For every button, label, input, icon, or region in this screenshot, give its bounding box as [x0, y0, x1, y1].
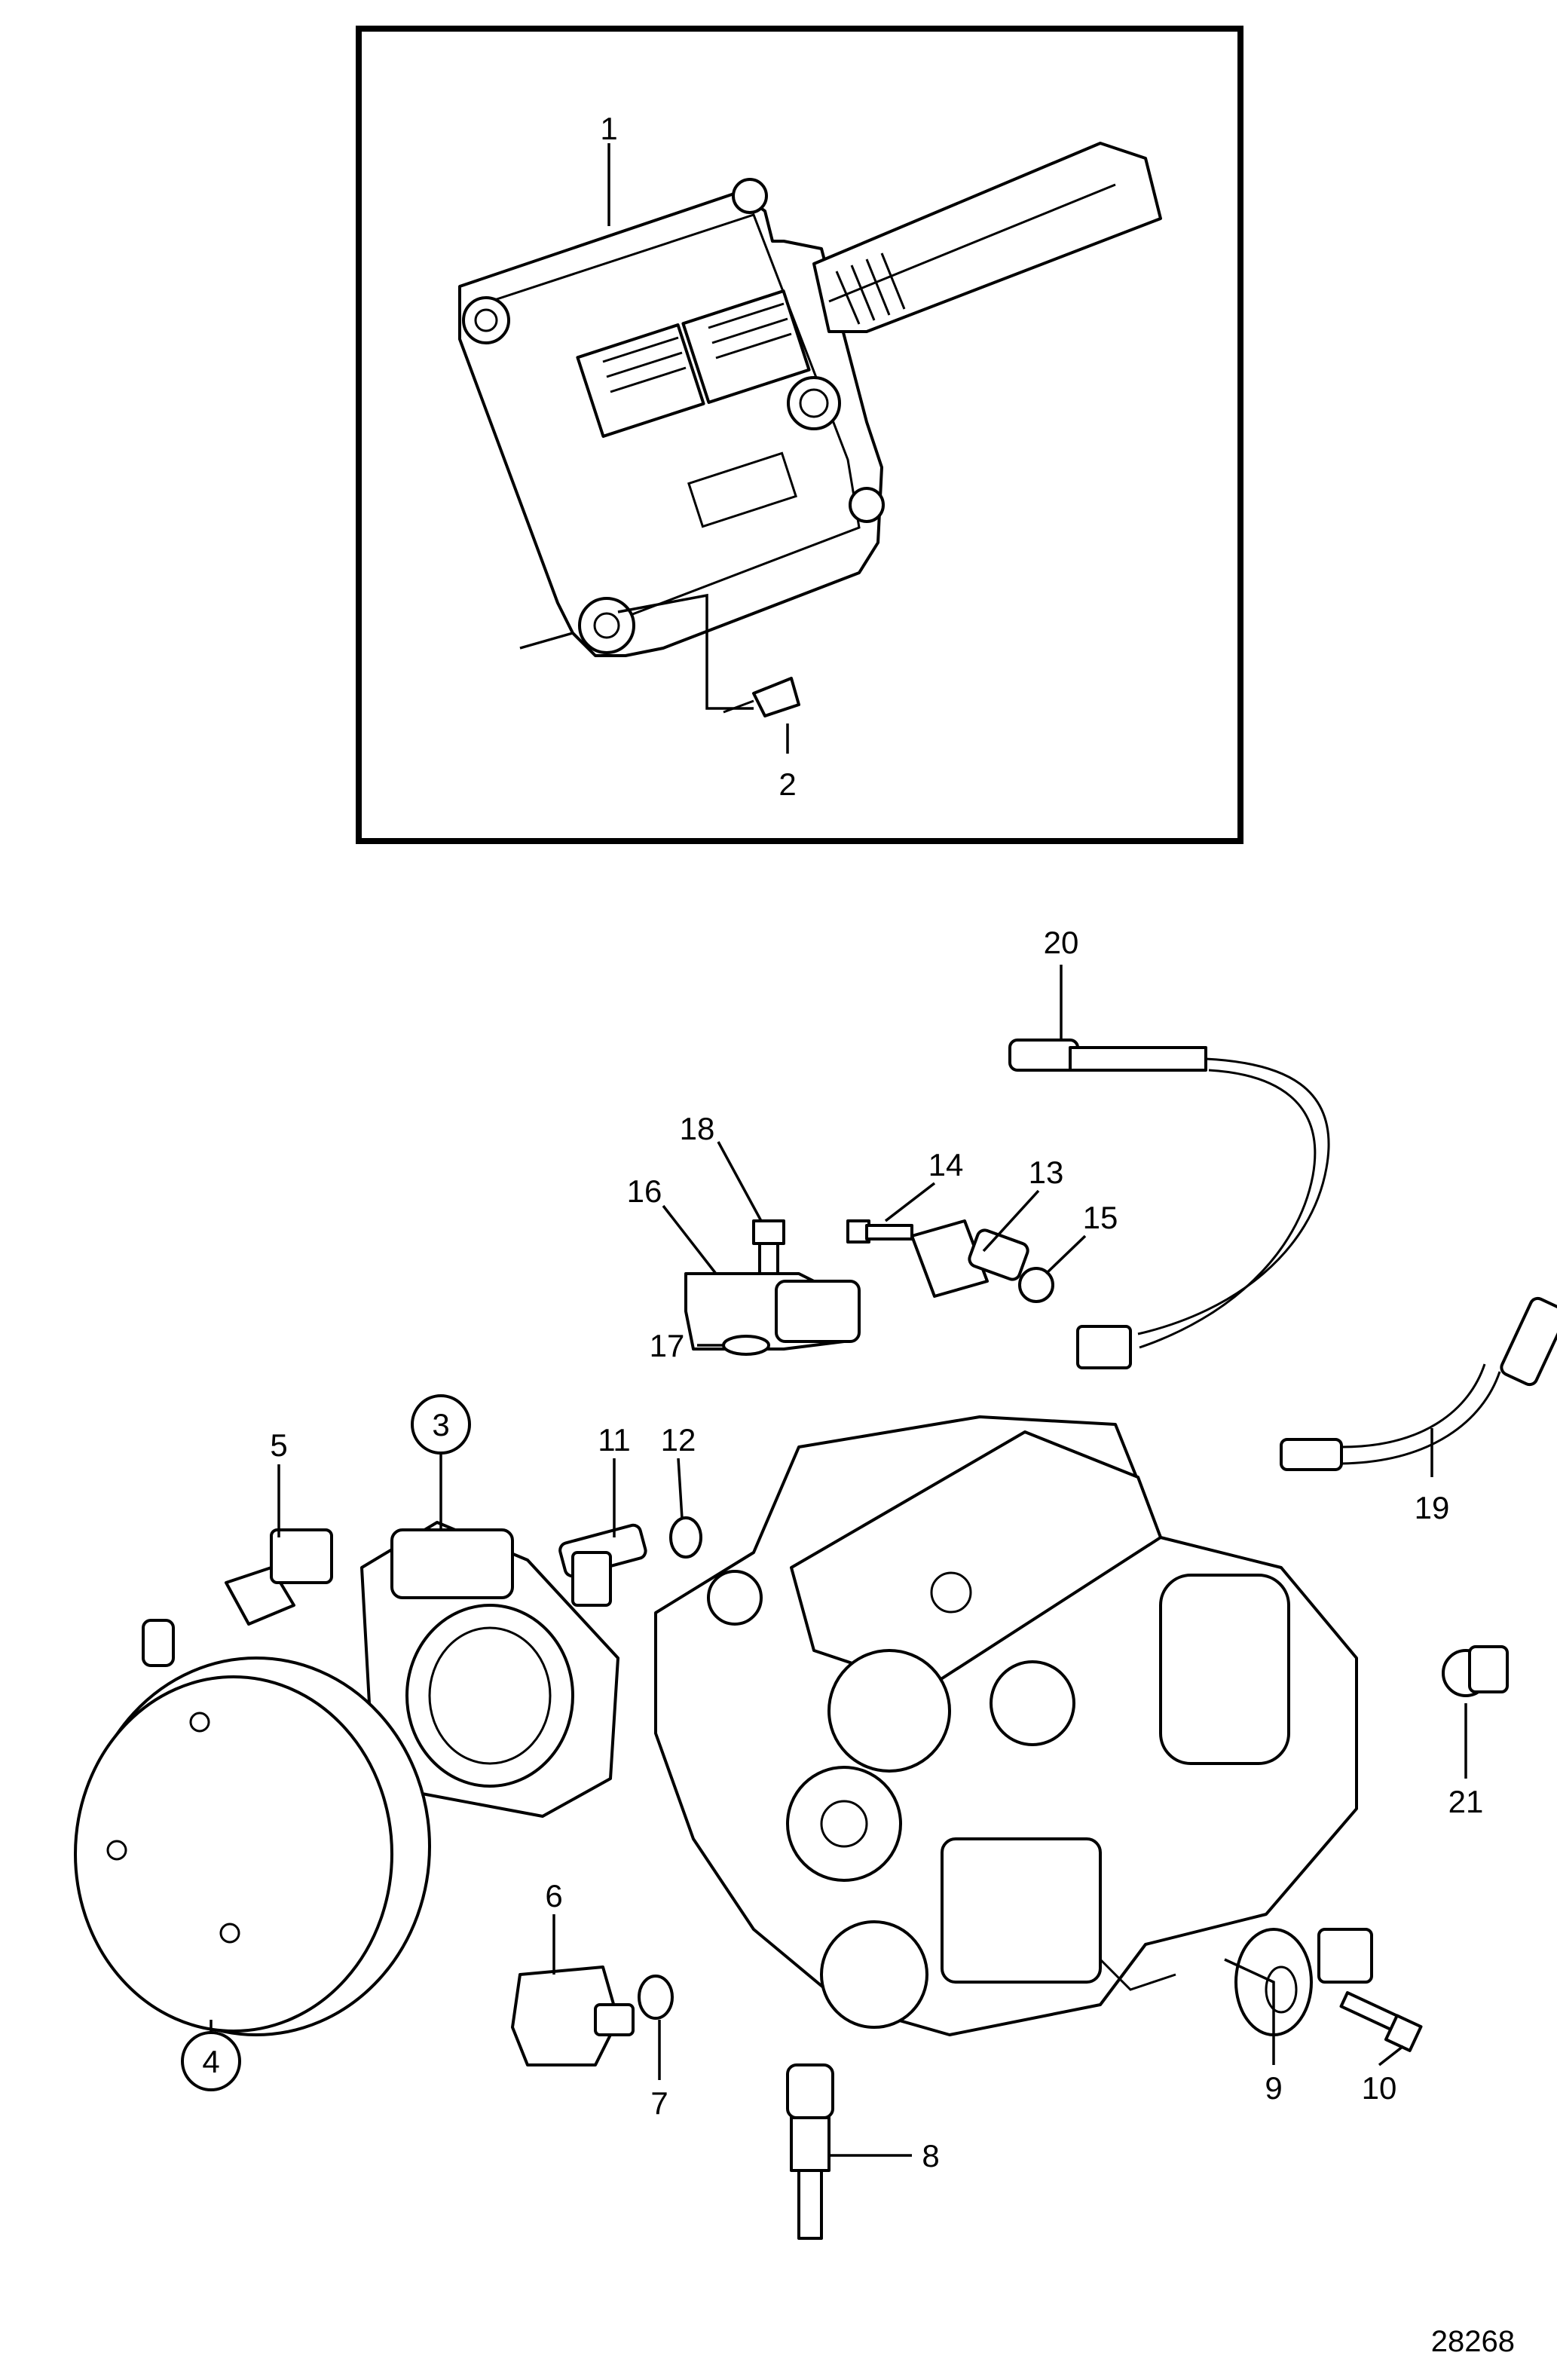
callout-14: 14 — [928, 1147, 964, 1182]
callout-8: 8 — [922, 2138, 939, 2174]
bolt-10 — [1339, 1991, 1423, 2052]
callout-9: 9 — [1265, 2070, 1282, 2106]
ecu-mounting-screw — [723, 677, 800, 717]
sensor-8 — [786, 2063, 834, 2240]
o-ring-15 — [1018, 1267, 1054, 1303]
callout-17: 17 — [650, 1328, 685, 1363]
sensor-19 — [1280, 1296, 1557, 1471]
sensor-9 — [1234, 1928, 1373, 2036]
svg-text:3: 3 — [432, 1407, 449, 1442]
callout-10: 10 — [1362, 2070, 1397, 2106]
sensor-16 — [684, 1272, 861, 1351]
drum-4 — [74, 1619, 431, 2036]
sensor-6 — [511, 1965, 635, 2066]
callout-7: 7 — [650, 2085, 668, 2121]
control-unit-ecu — [458, 178, 885, 657]
callout-15: 15 — [1083, 1200, 1118, 1235]
o-ring-7 — [638, 1975, 674, 2020]
sensor-20-lambda — [1008, 1039, 1330, 1369]
leader-13 — [982, 1189, 1040, 1253]
callout-16: 16 — [627, 1173, 662, 1209]
leader-14 — [884, 1182, 936, 1222]
sensor-11 — [558, 1523, 647, 1607]
callout-5: 5 — [270, 1427, 287, 1463]
engine-assembly — [654, 1415, 1358, 2036]
o-ring-12 — [669, 1516, 702, 1559]
leader-9 — [1224, 1958, 1275, 2065]
leader-15 — [1045, 1234, 1087, 1275]
callout-3: 3 — [411, 1394, 471, 1455]
o-ring-17 — [722, 1335, 770, 1356]
ecu-connector-plug — [812, 142, 1162, 333]
callout-11: 11 — [598, 1422, 631, 1458]
throttle-body-3 — [360, 1521, 619, 1818]
figure-number: 28268 — [1431, 2325, 1515, 2358]
callout-13: 13 — [1029, 1155, 1064, 1190]
callout-21: 21 — [1448, 1784, 1484, 1819]
leader-16 — [662, 1204, 717, 1275]
leader-18 — [717, 1141, 763, 1222]
callout-4: 4 — [181, 2031, 241, 2091]
leader-10 — [1378, 2045, 1405, 2066]
callout-2: 2 — [778, 766, 796, 802]
bolt-14 — [846, 1219, 913, 1244]
svg-text:4: 4 — [202, 2044, 219, 2079]
callout-19: 19 — [1415, 1490, 1450, 1525]
callout-12: 12 — [661, 1422, 696, 1458]
callout-18: 18 — [680, 1111, 715, 1146]
ecu-left-line — [519, 632, 574, 650]
callout-20: 20 — [1044, 925, 1079, 960]
callout-6: 6 — [545, 1878, 562, 1913]
leader-2-bracket — [617, 593, 754, 710]
sensor-21 — [1442, 1645, 1509, 1697]
sensor-13 — [910, 1219, 1029, 1298]
sensor-5 — [225, 1528, 333, 1626]
leader-12 — [677, 1458, 684, 1519]
callout-1: 1 — [600, 111, 617, 146]
